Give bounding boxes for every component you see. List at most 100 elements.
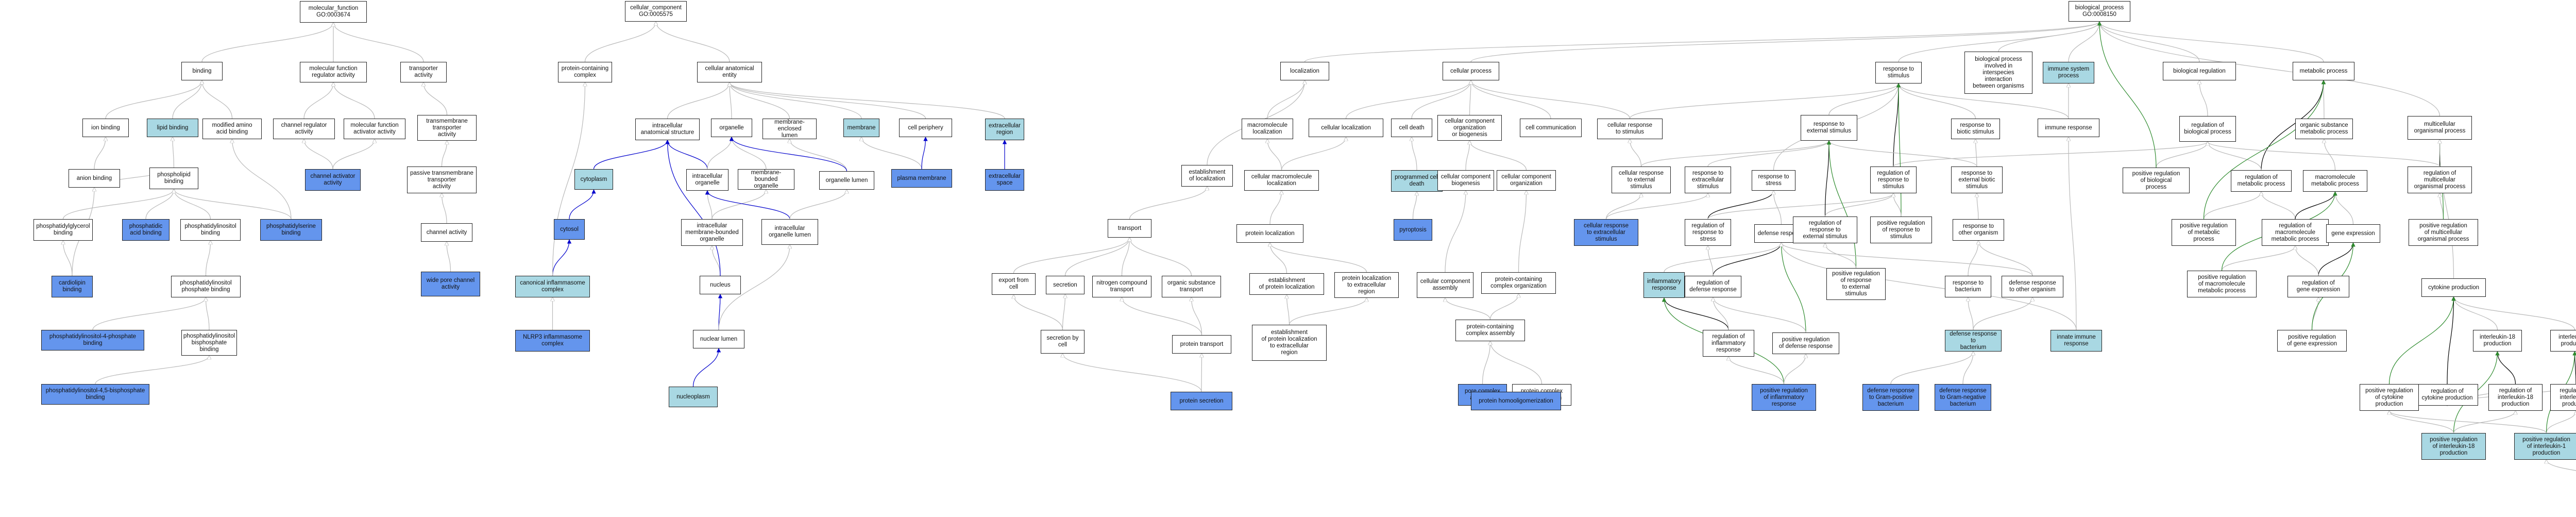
go-term-node[interactable]: regulation of metabolic process [2231,170,2292,192]
go-term-node[interactable]: regulation of response to stress [1685,219,1731,246]
go-term-node[interactable]: cellular response to external stimulus [1612,166,1671,193]
go-term-node[interactable]: interleukin-18 production [2473,330,2522,352]
go-term-node[interactable]: channel activity [421,223,472,242]
go-term-node[interactable]: transporter activity [400,62,447,82]
go-term-node[interactable]: cell death [1391,119,1432,137]
go-term-node[interactable]: inflammatory response [1643,272,1685,298]
go-term-node[interactable]: cellular localization [1309,119,1383,137]
go-term-node[interactable]: defense response to other organism [2002,276,2063,297]
go-term-node[interactable]: pyroptosis [1394,219,1432,241]
go-term-node[interactable]: molecular function activator activity [344,119,405,139]
go-term-node[interactable]: interleukin-1 production [2550,330,2576,352]
go-term-node[interactable]: passive transmembrane transporter activi… [407,166,477,193]
go-term-node[interactable]: cellular component organization [1497,170,1556,191]
go-term-node[interactable]: membrane [843,119,879,137]
go-term-node[interactable]: phosphatidylinositol-4-phosphate binding [41,330,144,351]
go-term-node[interactable]: defense response to Gram-negative bacter… [1935,384,1991,411]
go-term-node[interactable]: secretion by cell [1041,330,1084,354]
go-term-node[interactable]: regulation of biological process [2179,116,2236,142]
go-term-node[interactable]: intracellular organelle [686,169,728,191]
go-term-node[interactable]: regulation of defense response [1685,276,1741,297]
go-term-node[interactable]: biological regulation [2163,62,2236,80]
go-term-node[interactable]: metabolic process [2293,62,2354,80]
go-term-node[interactable]: ion binding [82,119,129,137]
go-term-node[interactable]: positive regulation of metabolic process [2172,219,2236,246]
go-term-node[interactable]: cellular process [1443,62,1499,80]
go-term-node[interactable]: protein-containing complex organization [1481,272,1556,294]
go-term-node[interactable]: regulation of gene expression [2287,276,2349,297]
go-term-node[interactable]: response to stimulus [1875,62,1922,84]
go-term-node[interactable]: innate immune response [2050,330,2102,352]
go-term-node[interactable]: lipid binding [147,119,198,137]
go-term-node[interactable]: regulation of macromolecule metabolic pr… [2262,219,2329,246]
go-term-node[interactable]: regulation of response to external stimu… [1793,216,1857,243]
go-term-node[interactable]: response to external biotic stimulus [1951,166,2003,193]
go-term-node[interactable]: organic substance metabolic process [2295,119,2353,139]
go-term-node[interactable]: binding [181,62,223,80]
go-term-node[interactable]: channel activator activity [305,169,361,191]
go-term-node[interactable]: regulation of cytokine production [2416,384,2478,406]
go-term-node[interactable]: extracellular region [985,119,1024,140]
go-term-node[interactable]: cellular response to extracellular stimu… [1574,219,1638,246]
go-term-node[interactable]: macromolecule localization [1242,119,1293,139]
go-term-node[interactable]: regulation of interleukin-18 production [2488,384,2543,411]
go-term-node[interactable]: organelle lumen [819,171,874,190]
go-term-node[interactable]: nuclear lumen [693,330,744,348]
go-term-node[interactable]: macromolecule metabolic process [2303,170,2367,192]
go-term-node[interactable]: membrane-bounded organelle [738,169,794,190]
go-term-node[interactable]: intracellular organelle lumen [761,219,818,245]
go-term-node[interactable]: establishment of protein localization to… [1252,325,1327,361]
go-term-node[interactable]: nitrogen compound transport [1092,276,1151,297]
go-term-node[interactable]: protein localization [1236,224,1303,243]
go-term-node[interactable]: NLRP3 inflammasome complex [515,330,590,352]
go-term-node[interactable]: positive regulation of multicellular org… [2409,219,2478,246]
go-term-node[interactable]: positive regulation of cytokine producti… [2360,384,2419,411]
go-term-node[interactable]: response to extracellular stimulus [1685,166,1731,193]
go-term-node[interactable]: positive regulation of interleukin-18 pr… [2421,433,2486,460]
go-term-node[interactable]: localization [1280,62,1329,80]
go-term-node[interactable]: transmembrane transporter activity [417,115,477,141]
go-term-node[interactable]: phosphatidylserine binding [260,219,322,241]
go-term-node[interactable]: regulation of interleukin-1 production [2550,384,2576,411]
go-term-node[interactable]: immune system process [2043,62,2094,84]
go-term-node[interactable]: wide pore channel activity [421,272,480,296]
go-term-node[interactable]: modified amino acid binding [202,119,262,139]
go-term-node[interactable]: cellular component organization or bioge… [1437,115,1502,141]
go-term-node[interactable]: phosphatidylinositol binding [180,219,241,241]
go-term-node[interactable]: programmed cell death [1391,170,1443,192]
go-term-node[interactable]: export from cell [992,273,1036,295]
go-term-node[interactable]: protein secretion [1171,392,1232,410]
go-term-node[interactable]: positive regulation of biological proces… [2123,168,2190,193]
go-term-node[interactable]: cell communication [1520,119,1582,137]
go-term-node[interactable]: nucleoplasm [669,387,718,407]
go-term-node[interactable]: cellular component assembly [1417,272,1473,298]
go-term-node[interactable]: cell periphery [899,119,952,137]
go-term-node[interactable]: molecular_function GO:0003674 [300,1,367,23]
go-term-node[interactable]: cellular_component GO:0005575 [625,1,687,22]
go-term-node[interactable]: cytosol [554,219,585,240]
go-term-node[interactable]: transport [1108,219,1151,238]
go-term-node[interactable]: immune response [2038,119,2099,137]
go-term-node[interactable]: response to external stimulus [1801,115,1857,141]
go-term-node[interactable]: cellular anatomical entity [697,62,762,82]
go-term-node[interactable]: response to bacterium [1945,276,1991,297]
go-term-node[interactable]: protein-containing complex [558,62,612,82]
go-term-node[interactable]: cellular response to stimulus [1597,119,1663,139]
go-term-node[interactable]: cytokine production [2421,278,2486,297]
go-term-node[interactable]: positive regulation of defense response [1772,332,1839,354]
go-term-node[interactable]: positive regulation of response to exter… [1826,268,1886,300]
go-term-node[interactable]: establishment of localization [1181,165,1233,187]
go-term-node[interactable]: protein transport [1172,335,1231,354]
go-term-node[interactable]: intracellular anatomical structure [635,119,700,140]
go-term-node[interactable]: regulation of multicellular organismal p… [2408,166,2472,193]
go-term-node[interactable]: secretion [1046,276,1084,294]
go-term-node[interactable]: protein localization to extracellular re… [1334,272,1399,298]
go-term-node[interactable]: molecular function regulator activity [300,62,367,82]
go-term-node[interactable]: positive regulation of gene expression [2277,330,2347,352]
go-term-node[interactable]: positive regulation of interleukin-1 pro… [2514,433,2576,460]
go-term-node[interactable]: organic substance transport [1162,276,1221,297]
go-term-node[interactable]: canonical inflammasome complex [515,276,590,297]
go-term-node[interactable]: anion binding [69,169,120,188]
go-term-node[interactable]: positive regulation of inflammatory resp… [1752,384,1816,411]
go-term-node[interactable]: positive regulation of macromolecule met… [2187,271,2257,297]
